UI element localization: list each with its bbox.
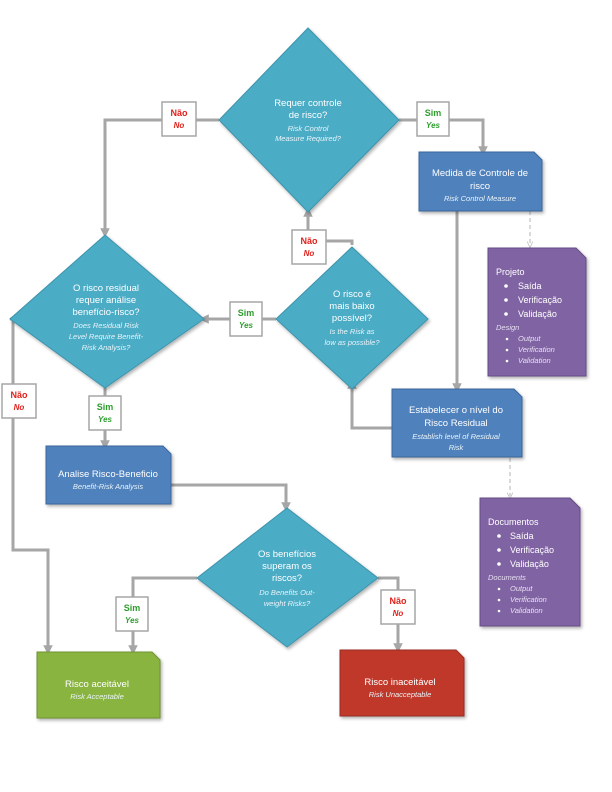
result-risk-unacceptable: Risco inaceitável Risk Unacceptable bbox=[339, 649, 465, 717]
res-sub1: Establish level of Residual bbox=[412, 432, 500, 441]
projeto-title: Projeto bbox=[496, 267, 525, 277]
label-yes-text: Sim bbox=[238, 308, 255, 318]
label-yes-text: Sim bbox=[97, 402, 114, 412]
bra-sub: Benefit-Risk Analysis bbox=[73, 482, 143, 491]
document-projeto: Projeto Saída Verificação Validação Desi… bbox=[487, 247, 587, 377]
projeto-subtitle: Design bbox=[496, 323, 519, 332]
d2-sub1: Does Residual Risk bbox=[73, 321, 140, 330]
document-documentos: Documentos Saída Verificação Validação D… bbox=[479, 497, 581, 627]
rcm-line2: risco bbox=[470, 181, 490, 192]
projeto-item-2: Verificação bbox=[518, 295, 562, 305]
label-no-d3: Não No bbox=[291, 229, 327, 265]
d3-sub2: low as possible? bbox=[324, 338, 380, 347]
connector-d2-no bbox=[10, 317, 53, 655]
documentos-subtitle: Documents bbox=[488, 573, 526, 582]
label-no-text: Não bbox=[389, 596, 407, 606]
label-no-text: Não bbox=[10, 390, 28, 400]
documentos-subitem-2: Verification bbox=[510, 595, 547, 604]
label-no-d1: Não No bbox=[161, 101, 197, 137]
d1-sub2: Measure Required? bbox=[275, 134, 342, 143]
label-no-en: No bbox=[304, 249, 315, 258]
connector-benefit-to-d4 bbox=[170, 483, 291, 512]
projeto-item-3: Validação bbox=[518, 309, 557, 319]
label-yes-d2: Sim Yes bbox=[88, 395, 122, 431]
d4-line3: riscos? bbox=[272, 573, 302, 584]
label-no-d2: Não No bbox=[1, 383, 37, 419]
documentos-subitem-3: Validation bbox=[510, 606, 543, 615]
d4-line1: Os benefícios bbox=[258, 549, 316, 560]
label-no-text: Não bbox=[170, 108, 188, 118]
process-establish-residual-risk: Estabelecer o nível do Risco Residual Es… bbox=[391, 388, 523, 458]
projeto-subitem-3: Validation bbox=[518, 356, 551, 365]
projeto-subitem-1: Output bbox=[518, 334, 541, 343]
label-no-en: No bbox=[393, 609, 404, 618]
label-yes-en: Yes bbox=[125, 616, 139, 625]
d3-line3: possível? bbox=[332, 313, 372, 324]
unacc-sub: Risk Unacceptable bbox=[369, 690, 432, 699]
rcm-line1: Medida de Controle de bbox=[432, 168, 528, 179]
d1-line2: de risco? bbox=[289, 110, 328, 121]
projeto-item-1: Saída bbox=[518, 281, 542, 291]
d2-line3: benefício-risco? bbox=[72, 307, 139, 318]
d4-line2: superam os bbox=[262, 561, 312, 572]
documentos-subitem-1: Output bbox=[510, 584, 533, 593]
d2-sub3: Risk Analysis? bbox=[82, 343, 131, 352]
connector-d3-no bbox=[303, 207, 354, 245]
d3-sub1: Is the Risk as bbox=[329, 327, 374, 336]
label-yes-d3: Sim Yes bbox=[229, 301, 263, 337]
label-no-en: No bbox=[14, 403, 25, 412]
documentos-item-2: Verificação bbox=[510, 545, 554, 555]
label-yes-en: Yes bbox=[426, 121, 440, 130]
d4-sub1: Do Benefits Out- bbox=[259, 588, 315, 597]
d3-line1: O risco é bbox=[333, 289, 371, 300]
label-no-d4: Não No bbox=[380, 589, 416, 625]
d2-sub2: Level Require Benefit- bbox=[69, 332, 144, 341]
label-yes-d1: Sim Yes bbox=[416, 101, 450, 137]
process-risk-control-measure: Medida de Controle de risco Risk Control… bbox=[418, 151, 543, 212]
label-yes-en: Yes bbox=[98, 415, 112, 424]
decision-risk-as-low-as-possible: O risco é mais baixo possível? Is the Ri… bbox=[275, 246, 429, 390]
projeto-subitem-2: Verification bbox=[518, 345, 555, 354]
rcm-sub: Risk Control Measure bbox=[444, 194, 516, 203]
connector-residual-to-d3 bbox=[347, 379, 392, 430]
label-yes-d4: Sim Yes bbox=[115, 596, 149, 632]
documentos-title: Documentos bbox=[488, 517, 539, 527]
res-line2: Risco Residual bbox=[424, 418, 487, 429]
acc-line1: Risco aceitável bbox=[65, 679, 129, 690]
decision-residual-analysis: O risco residual requer análise benefíci… bbox=[9, 234, 205, 389]
decision-benefits-outweigh-risks: Os benefícios superam os riscos? Do Bene… bbox=[196, 507, 379, 648]
bra-line1: Analise Risco-Beneficio bbox=[58, 469, 158, 480]
d1-sub1: Risk Control bbox=[288, 124, 329, 133]
label-yes-text: Sim bbox=[124, 603, 141, 613]
d3-line2: mais baixo bbox=[329, 301, 374, 312]
d1-line1: Requer controle bbox=[274, 98, 342, 109]
process-benefit-risk-analysis: Analise Risco-Beneficio Benefit-Risk Ana… bbox=[45, 445, 172, 505]
res-sub2: Risk bbox=[449, 443, 465, 452]
d2-line1: O risco residual bbox=[73, 283, 139, 294]
label-yes-text: Sim bbox=[425, 108, 442, 118]
d2-line2: requer análise bbox=[76, 295, 136, 306]
result-risk-acceptable: Risco aceitável Risk Acceptable bbox=[36, 651, 161, 719]
d4-sub2: weight Risks? bbox=[264, 599, 311, 608]
unacc-line1: Risco inaceitável bbox=[364, 677, 435, 688]
label-no-en: No bbox=[174, 121, 185, 130]
label-yes-en: Yes bbox=[239, 321, 253, 330]
acc-sub: Risk Acceptable bbox=[70, 692, 124, 701]
documentos-item-1: Saída bbox=[510, 531, 534, 541]
connector-d1-no bbox=[100, 118, 219, 238]
res-line1: Estabelecer o nível do bbox=[409, 405, 503, 416]
decision-risk-control-required: Requer controle de risco? Risk Control M… bbox=[218, 27, 400, 213]
label-no-text: Não bbox=[300, 236, 318, 246]
documentos-item-3: Validação bbox=[510, 559, 549, 569]
